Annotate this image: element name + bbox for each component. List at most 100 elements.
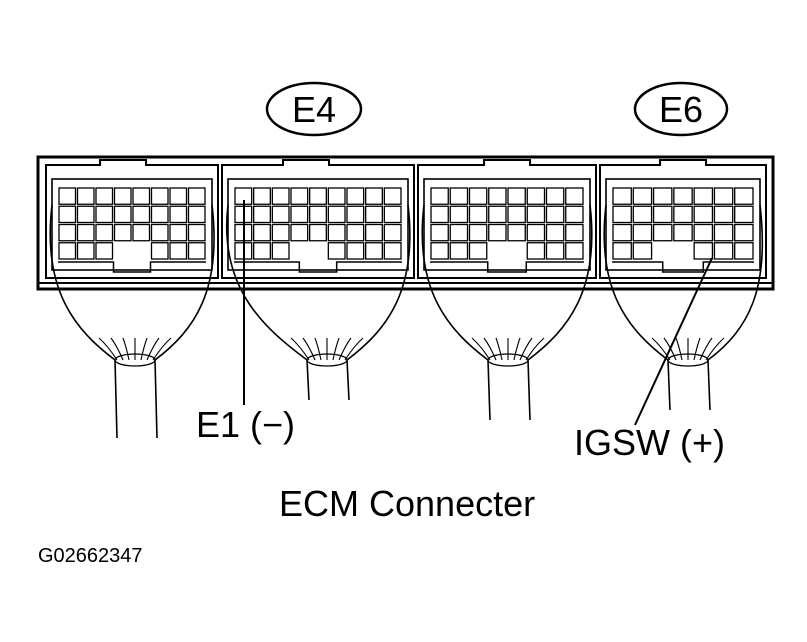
module-inner-frame <box>227 178 409 271</box>
pin-cell <box>365 223 383 242</box>
pin-cell <box>526 205 546 224</box>
pin-cell <box>693 205 714 224</box>
pin-cell <box>449 187 469 205</box>
pin-cell <box>632 205 653 224</box>
cable-collar <box>114 353 156 367</box>
pin-cell <box>565 205 584 224</box>
wire-strand <box>513 337 521 361</box>
wire-strand <box>314 337 322 361</box>
pin-cell <box>346 205 365 224</box>
pin-cell <box>693 242 714 260</box>
callout-leaders <box>243 200 713 426</box>
pin-cell <box>150 242 169 260</box>
pin-cell <box>468 242 488 260</box>
connector-module-4 <box>599 159 767 279</box>
pin-cell <box>383 223 402 242</box>
pin-cell <box>113 187 132 205</box>
wire-strand <box>338 337 352 361</box>
harness-right-edge <box>346 204 411 361</box>
pin-cell <box>430 242 449 260</box>
harness-left-edge <box>421 204 489 361</box>
cable-left <box>487 359 491 421</box>
cable-collar <box>306 353 348 367</box>
harness-3 <box>421 204 593 421</box>
pin-cell <box>327 205 346 224</box>
pin-cell <box>383 205 402 224</box>
module-outline <box>417 159 597 279</box>
cable-right <box>707 359 711 411</box>
pin-cell <box>187 223 206 242</box>
wire-strand <box>110 337 124 361</box>
pin-cell <box>449 242 469 260</box>
pin-cell <box>132 223 151 242</box>
pin-cell <box>545 205 565 224</box>
pin-cell <box>271 242 290 260</box>
pin-cell <box>271 187 290 205</box>
pin-cell <box>632 187 653 205</box>
pin-cell <box>612 223 632 242</box>
wire-strand <box>699 337 713 361</box>
module-inner-frame <box>605 178 761 271</box>
module-outline <box>45 159 219 279</box>
pin-cell <box>565 223 584 242</box>
pin-cell <box>95 205 114 224</box>
pin-cell <box>290 205 309 224</box>
pin-cell <box>169 205 188 224</box>
pin-cell <box>346 187 365 205</box>
pin-cell <box>693 187 714 205</box>
pin-cell <box>169 242 188 260</box>
pin-cell <box>365 205 383 224</box>
pin-cell <box>187 187 206 205</box>
harness-left-edge <box>603 204 669 361</box>
module-outline <box>599 159 767 279</box>
pin-cell <box>309 187 327 205</box>
pin-cell <box>565 187 584 205</box>
pin-grid <box>612 187 754 260</box>
pin-cell <box>652 205 673 224</box>
harness-left-edge <box>49 204 116 361</box>
pin-cell <box>734 223 754 242</box>
pin-cell <box>488 205 507 224</box>
pin-cell <box>150 223 169 242</box>
pin-cell <box>95 242 114 260</box>
pin-cell <box>468 223 488 242</box>
pin-cell <box>673 187 693 205</box>
harness-left-edge <box>225 204 308 361</box>
pin-cell <box>169 223 188 242</box>
cable-right <box>527 359 531 421</box>
pin-cell <box>526 242 546 260</box>
wire-harnesses <box>49 204 764 439</box>
cable-right <box>154 359 158 439</box>
pin-grid <box>58 187 206 260</box>
pin-cell <box>271 223 290 242</box>
pin-cell <box>734 187 754 205</box>
pin-cell <box>652 223 673 242</box>
connector-label-e4: E4 <box>292 89 336 130</box>
key-notch <box>430 261 584 273</box>
pin-cell <box>327 242 346 260</box>
pin-cell <box>365 187 383 205</box>
pin-cell <box>346 223 365 242</box>
pin-cell <box>488 187 507 205</box>
pin-cell <box>713 205 734 224</box>
pin-cell <box>565 242 584 260</box>
pin-grid <box>430 187 584 260</box>
connector-modules <box>45 159 767 279</box>
connector-module-1 <box>45 159 219 279</box>
connector-label-e6: E6 <box>659 89 703 130</box>
harness-right-edge <box>154 204 215 361</box>
pin-cell <box>327 223 346 242</box>
key-notch <box>58 261 206 273</box>
pin-cell <box>169 187 188 205</box>
pin-cell <box>612 205 632 224</box>
harness-2 <box>225 204 411 401</box>
pin-cell <box>253 205 271 224</box>
pin-cell <box>430 187 449 205</box>
harness-1 <box>49 204 215 439</box>
harness-right-edge <box>527 204 593 361</box>
cable-right <box>346 359 350 401</box>
pin-cell <box>449 205 469 224</box>
pin-cell <box>346 242 365 260</box>
